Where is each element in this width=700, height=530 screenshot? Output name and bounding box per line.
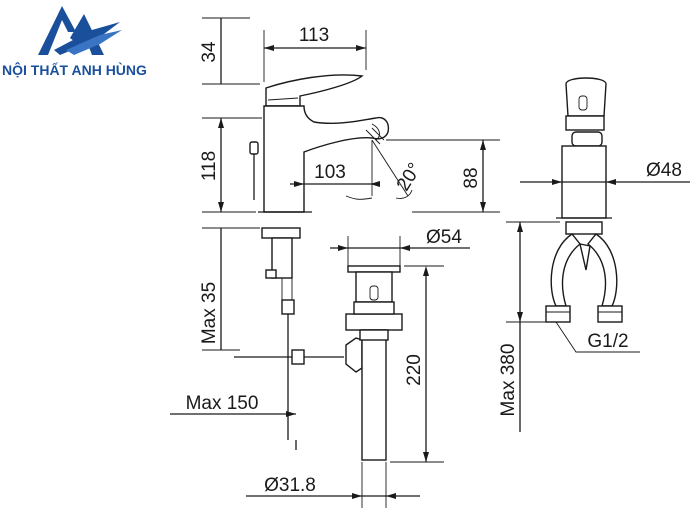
- dim-20-degrees: 20°: [393, 159, 426, 194]
- dim-88: 88: [461, 167, 482, 188]
- dim-max-35: Max 35: [199, 282, 220, 344]
- faucet-side-view: [545, 77, 623, 323]
- faucet-body: [263, 105, 390, 213]
- thread-g-1-2: G1/2: [587, 331, 628, 352]
- dim-118: 118: [199, 151, 220, 181]
- dim-max-380: Max 380: [498, 344, 519, 417]
- dimension-labels: 34 113 118 103 20° 88 Ø54 Max 35 220 Max…: [186, 25, 682, 496]
- mountain-road-logo-icon: [38, 6, 122, 55]
- brand-logo: [0, 0, 175, 85]
- dim-diameter-54: Ø54: [426, 227, 462, 248]
- drain-connector: [345, 337, 363, 373]
- dim-max-150: Max 150: [186, 393, 259, 414]
- dim-103: 103: [314, 162, 346, 183]
- faucet-handle: [265, 74, 364, 107]
- dimension-lines: [170, 17, 690, 508]
- brand-name: NỘI THẤT ANH HÙNG: [2, 62, 147, 78]
- dim-220: 220: [404, 354, 425, 386]
- popup-drain: [345, 265, 403, 461]
- dim-diameter-48: Ø48: [646, 160, 682, 181]
- dim-34: 34: [199, 41, 220, 63]
- dim-diameter-31-8: Ø31.8: [264, 475, 316, 496]
- dim-113: 113: [299, 25, 329, 46]
